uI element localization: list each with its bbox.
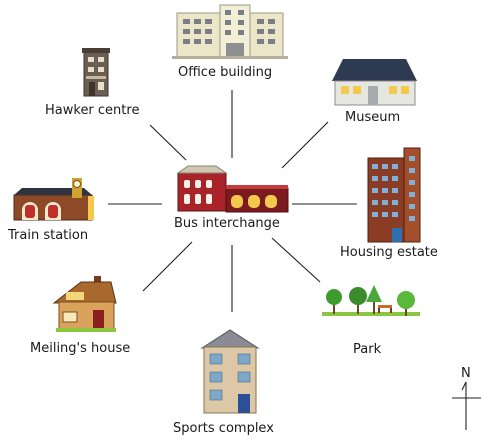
- connector-park: [271, 237, 321, 283]
- connector-lines: [108, 90, 357, 312]
- connector-hawker-centre: [149, 124, 187, 161]
- compass-north-label: N: [461, 366, 471, 381]
- connector-meilings-house: [142, 241, 193, 292]
- label-train-station: Train station: [8, 228, 89, 243]
- label-meilings-house: Meiling's house: [30, 341, 131, 356]
- office-building-icon: [172, 4, 288, 59]
- museum-icon: [332, 59, 417, 106]
- label-office-building: Office building: [178, 65, 273, 80]
- housing-estate-icon: [367, 147, 421, 243]
- label-hawker-centre: Hawker centre: [45, 103, 140, 118]
- label-park: Park: [353, 342, 382, 357]
- house-icon: [52, 276, 117, 332]
- north-arrow-icon: [452, 381, 481, 430]
- train-station-icon: [13, 178, 94, 221]
- label-sports-complex: Sports complex: [173, 421, 274, 436]
- park-icon: [322, 285, 420, 316]
- label-museum: Museum: [345, 110, 401, 125]
- connector-museum: [281, 121, 329, 169]
- label-bus-interchange: Bus interchange: [174, 216, 280, 231]
- hawker-centre-icon: [82, 48, 110, 97]
- bus-interchange-icon: [176, 165, 289, 213]
- sports-complex-icon: [200, 329, 260, 414]
- label-housing-estate: Housing estate: [340, 245, 438, 260]
